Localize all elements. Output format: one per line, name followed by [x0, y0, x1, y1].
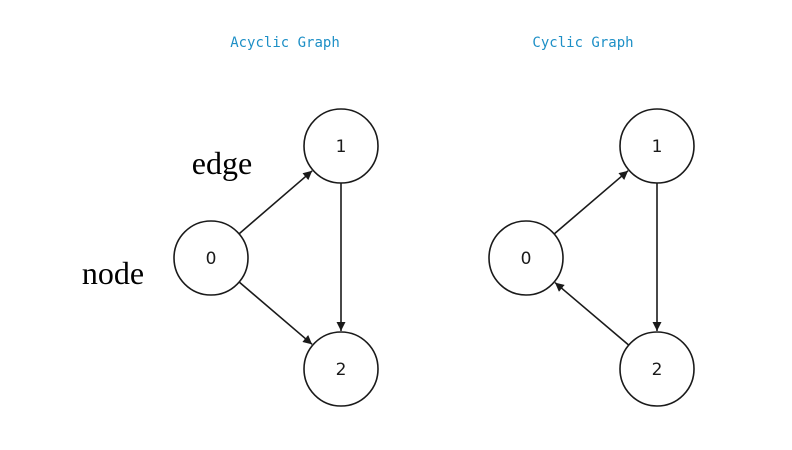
acyclic-node-1-circle: [303, 108, 379, 184]
cyclic-graph-title: Cyclic Graph: [532, 35, 633, 51]
cyclic-node-2-circle: [619, 331, 695, 407]
acyclic-node-0: 0: [173, 220, 249, 296]
acyclic-graph-title: Acyclic Graph: [230, 35, 340, 51]
acyclic-edge-0-to-1: [238, 170, 313, 235]
node-annotation: node: [82, 255, 144, 291]
cyclic-node-0: 0: [488, 220, 564, 296]
acyclic-node-0-label: 0: [206, 249, 217, 269]
acyclic-node-1-label: 1: [336, 137, 347, 157]
cyclic-graph: 0 1 2: [488, 108, 695, 407]
cyclic-node-1: 1: [619, 108, 695, 184]
cyclic-node-1-label: 1: [652, 137, 663, 157]
cyclic-edge-2-to-0: [554, 281, 630, 346]
cyclic-node-0-circle: [488, 220, 564, 296]
acyclic-graph: 0 1 2: [173, 108, 379, 407]
cyclic-node-2-label: 2: [652, 360, 663, 380]
acyclic-node-1: 1: [303, 108, 379, 184]
acyclic-node-2-circle: [303, 331, 379, 407]
cyclic-node-0-label: 0: [521, 249, 532, 269]
acyclic-node-2-label: 2: [336, 360, 347, 380]
cyclic-edge-0-to-1: [553, 170, 629, 235]
acyclic-node-2: 2: [303, 331, 379, 407]
acyclic-edge-0-to-2: [238, 281, 313, 345]
graphs-layer: 0 1 2 0 1 2: [173, 108, 695, 407]
acyclic-node-0-circle: [173, 220, 249, 296]
cyclic-node-1-circle: [619, 108, 695, 184]
edge-annotation: edge: [192, 145, 252, 181]
cyclic-node-2: 2: [619, 331, 695, 407]
